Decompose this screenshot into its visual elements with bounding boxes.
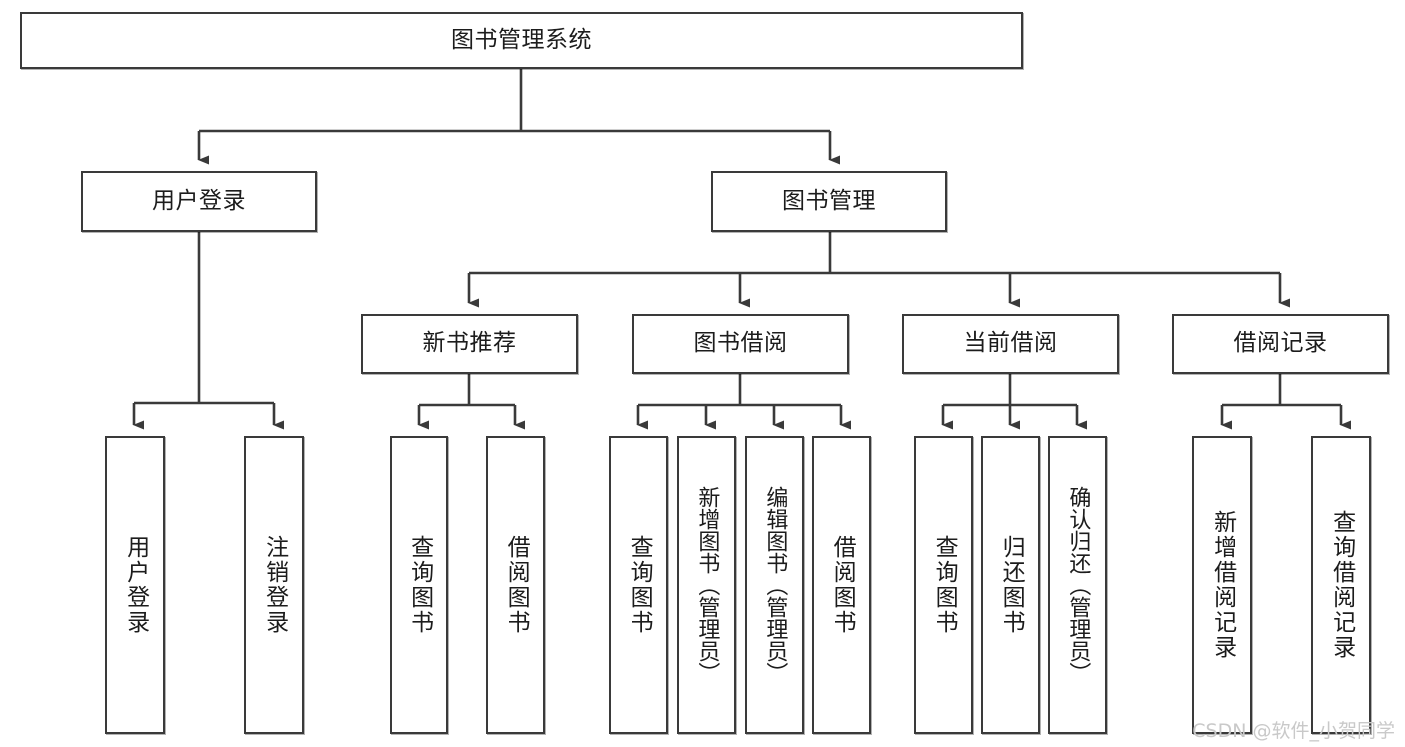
node-book-borrow[interactable]: 图书借阅: [632, 314, 849, 374]
leaf-add-book-admin[interactable]: 新增图书（管理员）: [677, 436, 736, 734]
leaf-user-login[interactable]: 用户登录: [105, 436, 165, 734]
node-new-book-recommend[interactable]: 新书推荐: [361, 314, 578, 374]
node-user-login[interactable]: 用户登录: [81, 171, 317, 232]
leaf-return-book[interactable]: 归还图书: [981, 436, 1040, 734]
leaf-borrow-book[interactable]: 借阅图书: [812, 436, 871, 734]
leaf-query-book-borrow[interactable]: 查询图书: [609, 436, 668, 734]
leaf-confirm-return-admin[interactable]: 确认归还（管理员）: [1048, 436, 1107, 734]
leaf-edit-book-admin[interactable]: 编辑图书（管理员）: [745, 436, 804, 734]
watermark: CSDN @软件_小贺同学: [1192, 720, 1395, 742]
leaf-query-borrow-record[interactable]: 查询借阅记录: [1311, 436, 1371, 734]
leaf-query-book-current[interactable]: 查询图书: [914, 436, 973, 734]
node-root[interactable]: 图书管理系统: [20, 12, 1023, 69]
leaf-add-borrow-record[interactable]: 新增借阅记录: [1192, 436, 1252, 734]
node-book-management[interactable]: 图书管理: [711, 171, 947, 232]
node-borrow-record[interactable]: 借阅记录: [1172, 314, 1389, 374]
leaf-query-book-recommend[interactable]: 查询图书: [390, 436, 448, 734]
leaf-logout[interactable]: 注销登录: [244, 436, 304, 734]
leaf-borrow-book-recommend[interactable]: 借阅图书: [486, 436, 545, 734]
node-current-borrow[interactable]: 当前借阅: [902, 314, 1119, 374]
